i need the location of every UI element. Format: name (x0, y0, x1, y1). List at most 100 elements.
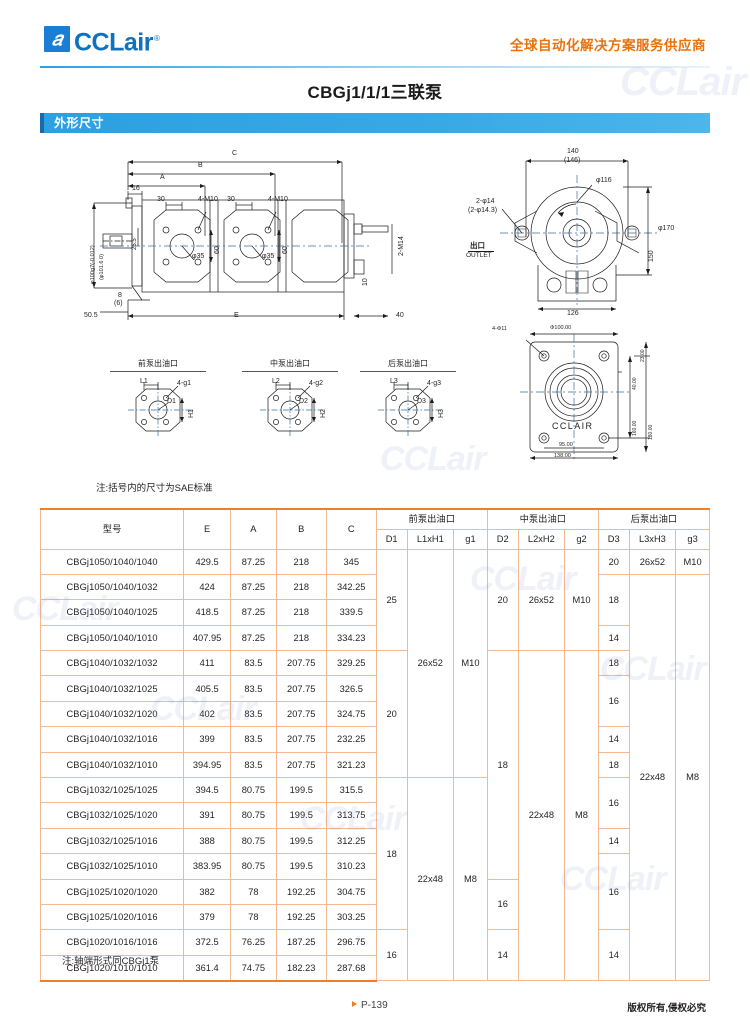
dim-label-C: C (232, 150, 238, 157)
port-detail-caption-front: 前泵出油口 (110, 358, 206, 372)
page-number: P-139 (352, 1000, 388, 1011)
cell-c: 345 (325, 548, 377, 575)
dim-label-4-M10-front: 4-M10 (198, 196, 218, 203)
cell-e: 361.4 (183, 954, 232, 982)
cell-model: CBGj1032/1025/1025 (39, 777, 185, 804)
dim-label-60-front: 60 (214, 246, 221, 254)
cell-g2: M8 (564, 650, 599, 982)
port-label-4-g1: 4-g1 (177, 380, 192, 387)
col-header-g1: g1 (453, 528, 488, 550)
cell-d3: 16 (597, 777, 630, 829)
cell-l3xh3: 26x52 (628, 548, 677, 575)
dim-label-40: 40 (396, 312, 404, 319)
cell-c: 329.25 (325, 650, 377, 677)
cell-b: 218 (275, 573, 327, 601)
dim-label-B: B (198, 162, 203, 169)
cell-c: 296.75 (325, 929, 377, 956)
cell-d3: 20 (597, 548, 630, 575)
cell-d3: 18 (597, 573, 630, 626)
front-view-drawing (500, 159, 658, 311)
dim-label-30-middle: 30 (227, 196, 235, 203)
cell-e: 383.95 (183, 853, 232, 880)
dim-label-160: 160.00 (632, 420, 638, 436)
port-detail-caption-rear: 后泵出油口 (360, 358, 456, 372)
cclair-logo-icon: 𝑎 (44, 26, 70, 52)
cell-g3: M10 (675, 548, 710, 575)
cell-b: 207.75 (275, 726, 327, 753)
cell-model: CBGj1040/1032/1025 (39, 675, 185, 702)
cell-a: 78 (230, 878, 277, 905)
dim-label-A: A (160, 174, 165, 181)
dim-label-150: 150 (648, 250, 655, 262)
dim-label-2-phi14: 2-φ14 (476, 198, 495, 205)
cell-model: CBGj1025/1020/1016 (39, 903, 185, 931)
cell-e: 391 (183, 802, 232, 829)
cell-a: 80.75 (230, 777, 277, 804)
cell-b: 192.25 (275, 903, 327, 931)
port-label-H3: H3 (438, 409, 445, 418)
cell-c: 342.25 (325, 573, 377, 601)
cell-d2: 18 (486, 650, 519, 880)
cell-model: CBGj1040/1032/1020 (39, 700, 185, 728)
cell-model: CBGj1050/1040/1040 (39, 548, 185, 575)
cell-c: 304.75 (325, 878, 377, 905)
dim-label-138: 138.00 (554, 453, 571, 459)
cell-model: CBGj1050/1040/1032 (39, 573, 185, 601)
port-caption-text-rear: 后泵出油口 (388, 359, 428, 368)
group-header-front-outlet: 前泵出油口 (375, 508, 488, 530)
cell-c: 315.5 (325, 777, 377, 804)
cell-d3: 16 (597, 853, 630, 931)
group-header-rear-outlet: 后泵出油口 (597, 508, 711, 530)
cell-b: 199.5 (275, 777, 327, 804)
dim-label-23: 23.00 (640, 349, 646, 362)
port-caption-rule-rear (360, 371, 456, 372)
cell-a: 80.75 (230, 802, 277, 829)
port-label-H2: H2 (320, 409, 327, 418)
cell-e: 394.5 (183, 777, 232, 804)
dim-label-16: 16 (132, 185, 140, 192)
technical-drawings: C B A 16 φ100g7(-0.012) (φ101.6 0) 30 4-… (40, 140, 710, 505)
cell-e: 407.95 (183, 624, 232, 652)
dim-label-50-5: 50.5 (84, 312, 98, 319)
cell-b: 207.75 (275, 675, 327, 702)
header-slogan: 全球自动化解决方案服务供应商 (510, 38, 706, 53)
flange-brand-text: CCLAIR (552, 421, 594, 431)
cell-b: 218 (275, 624, 327, 652)
dim-label-shaft-lower: (φ101.6 0) (99, 253, 105, 280)
col-header-g3: g3 (675, 528, 710, 550)
cell-e: 411 (183, 650, 232, 677)
port-detail-caption-middle: 中泵出油口 (242, 358, 338, 372)
cell-l2xh2: 22x48 (517, 650, 566, 982)
cell-c: 334.23 (325, 624, 377, 652)
cell-model: CBGj1040/1032/1016 (39, 726, 185, 753)
cell-c: 310.23 (325, 853, 377, 880)
cell-model: CBGj1032/1025/1016 (39, 827, 185, 855)
cell-d3: 14 (597, 929, 630, 982)
cell-b: 199.5 (275, 802, 327, 829)
specifications-table: 型号 E A B C 前泵出油口 中泵出油口 后泵出油口 D1 L1xH1 g1… (39, 508, 711, 982)
port-label-4-g2: 4-g2 (309, 380, 324, 387)
table-header-row-subcols: D1 L1xH1 g1 D2 L2xH2 g2 D3 L3xH3 g3 (41, 528, 710, 550)
cell-a: 78 (230, 903, 277, 931)
mounting-flange-drawing (520, 332, 650, 460)
cell-a: 87.25 (230, 624, 277, 652)
cell-e: 379 (183, 903, 232, 931)
cell-d3: 14 (597, 726, 630, 753)
dim-label-E: E (234, 312, 239, 319)
dim-label-95: 95.00 (559, 442, 573, 448)
copyright-notice: 版权所有,侵权必究 (627, 1003, 706, 1014)
cell-model: CBGj1020/1010/1010 (39, 954, 185, 982)
cell-a: 76.25 (230, 929, 277, 956)
outlet-underline (468, 251, 494, 252)
port-caption-text-middle: 中泵出油口 (270, 359, 310, 368)
cell-model: CBGj1020/1016/1016 (39, 929, 185, 956)
cell-b: 192.25 (275, 878, 327, 905)
cell-a: 83.5 (230, 650, 277, 677)
